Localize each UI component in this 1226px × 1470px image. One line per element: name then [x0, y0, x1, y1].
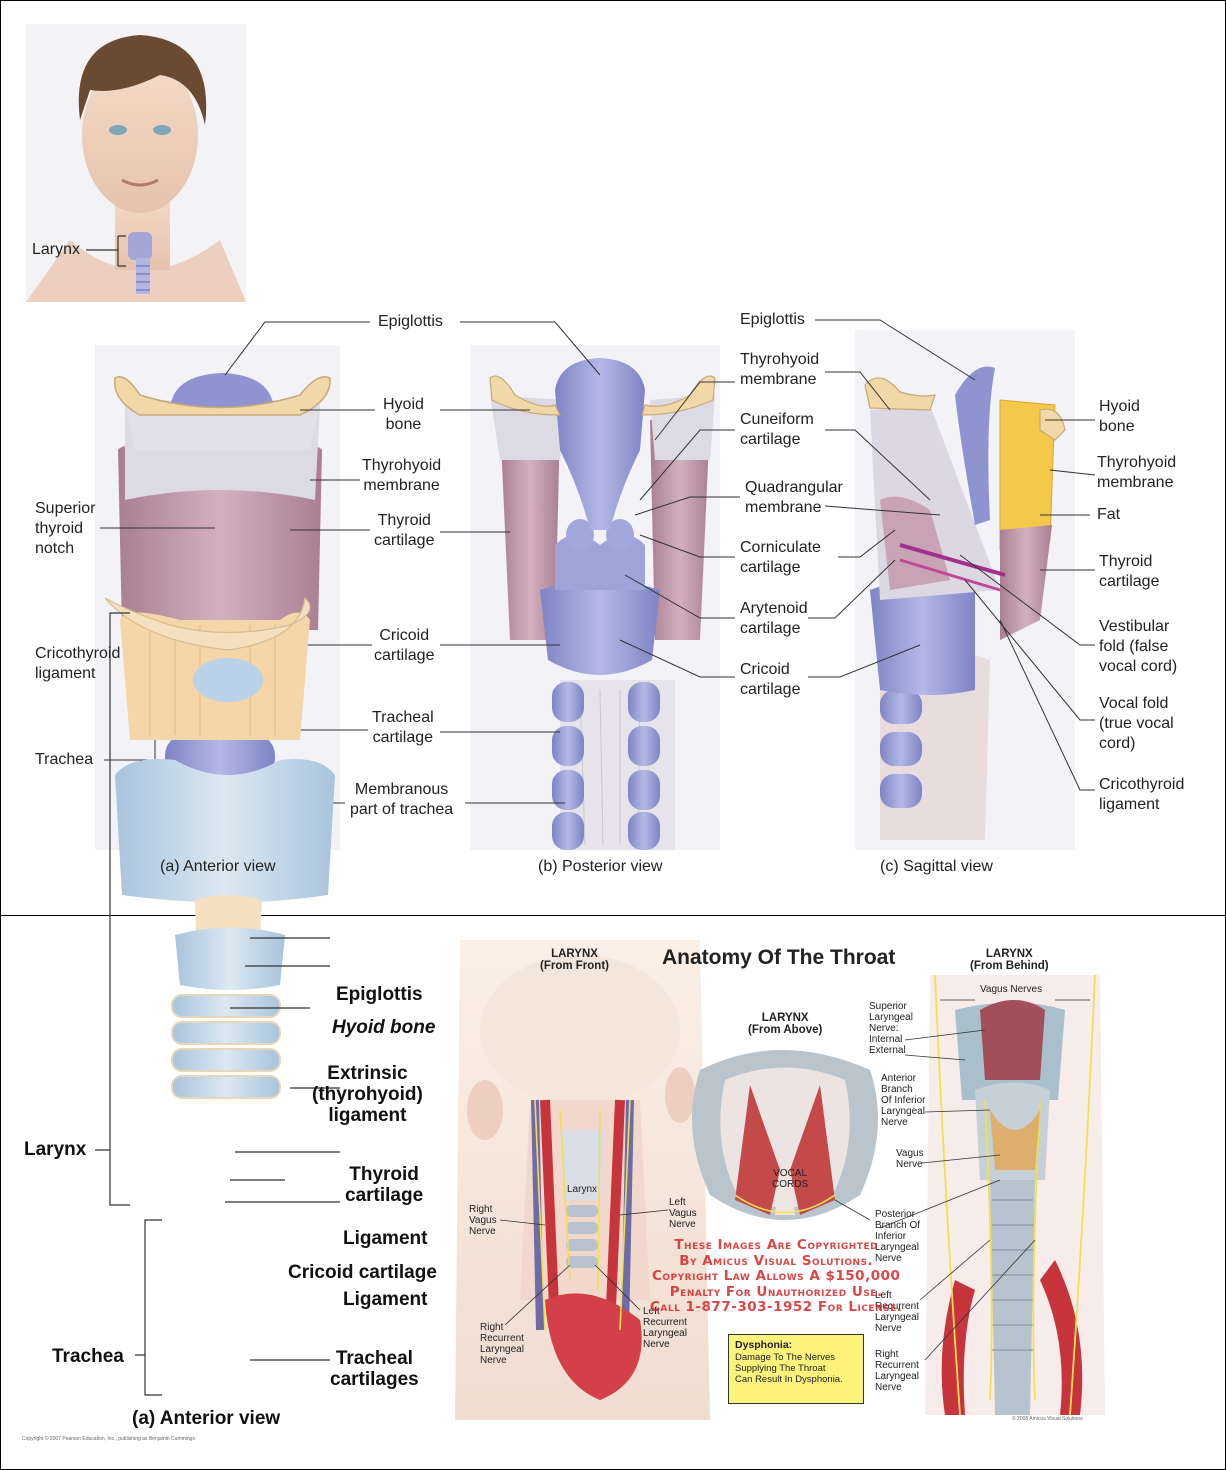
posterior-thyrohyoid-label: Thyrohyoid membrane [740, 350, 819, 390]
amicus-credit: © 2008 Amicus Visual Solutions [1012, 1416, 1083, 1422]
bl-larynx-label: Larynx [24, 1139, 86, 1160]
superior-laryngeal-label: Superior Laryngeal Nerve: Internal Exter… [869, 1001, 913, 1056]
anterior-thyrohyoid-label: Thyrohyoid membrane [362, 456, 441, 496]
right-recurrent-label: Right Recurrent Laryngeal Nerve [480, 1322, 524, 1366]
vocal-cords-label: VOCAL CORDS [772, 1168, 808, 1190]
dysphonia-text: Damage To The Nerves Supplying The Throa… [735, 1352, 857, 1385]
bl-cricoid-label: Cricoid cartilage [288, 1262, 437, 1283]
dysphonia-title: Dysphonia: [735, 1339, 857, 1352]
right-vagus-label: Right Vagus Nerve [469, 1204, 497, 1237]
bl-thyroid-label: Thyroid cartilage [345, 1164, 423, 1206]
throat-title: Anatomy Of The Throat [662, 946, 895, 970]
superior-thyroid-notch-label: Superior thyroid notch [35, 499, 95, 559]
bl-extrinsic-label: Extrinsic (thyrohyoid) ligament [312, 1063, 423, 1126]
anterior-thyroid-cartilage-label: Thyroid cartilage [374, 511, 434, 551]
bl-hyoid-label: Hyoid bone [332, 1017, 435, 1038]
vocal-fold-label: Vocal fold (true vocal cord) [1099, 694, 1174, 754]
vagus-nerve-label: Vagus Nerve [896, 1148, 924, 1170]
tracheal-cartilage-label: Tracheal cartilage [372, 708, 434, 748]
bl-epiglottis-label: Epiglottis [336, 984, 423, 1005]
bl-ligament-upper-label: Ligament [343, 1228, 427, 1249]
vagus-nerves-label: Vagus Nerves [980, 984, 1042, 995]
sagittal-cricothyroid-label: Cricothyroid ligament [1099, 775, 1184, 815]
sagittal-hyoid-label: Hyoid bone [1099, 397, 1140, 437]
bl-ligament-lower-label: Ligament [343, 1289, 427, 1310]
vestibular-fold-label: Vestibular fold (false vocal cord) [1099, 617, 1177, 677]
bottom-left-larynx [105, 598, 335, 1098]
front-view-header: LARYNX (From Front) [540, 948, 609, 972]
front-larynx-label: Larynx [567, 1184, 597, 1195]
bl-trachea-label: Trachea [52, 1346, 124, 1367]
bl-copyright: Copyright © 2007 Pearson Education, Inc.… [22, 1436, 195, 1442]
throat-behind-view [925, 975, 1105, 1415]
sagittal-thyrohyoid-label: Thyrohyoid membrane [1097, 453, 1176, 493]
anterior-epiglottis-label: Epiglottis [378, 312, 443, 332]
corniculate-cartilage-label: Corniculate cartilage [740, 538, 821, 578]
bl-anterior-caption: (a) Anterior view [132, 1408, 280, 1429]
head-portrait [26, 24, 246, 302]
head-larynx-label: Larynx [32, 240, 80, 260]
right-recurrent-behind-label: Right Recurrent Laryngeal Nerve [875, 1349, 919, 1393]
arytenoid-cartilage-label: Arytenoid cartilage [740, 599, 808, 639]
sagittal-thyroid-label: Thyroid cartilage [1099, 552, 1159, 592]
left-vagus-label: Left Vagus Nerve [669, 1197, 697, 1230]
cuneiform-cartilage-label: Cuneiform cartilage [740, 410, 814, 450]
anterior-hyoid-label: Hyoid bone [383, 395, 424, 435]
anterior-branch-label: Anterior Branch Of Inferior Laryngeal Ne… [881, 1073, 925, 1128]
quadrangular-membrane-label: Quadrangular membrane [745, 478, 843, 518]
bl-tracheal-cartilages-label: Tracheal cartilages [330, 1348, 419, 1390]
posterior-view-caption: (b) Posterior view [538, 858, 662, 876]
anterior-trachea-label: Trachea [35, 750, 93, 770]
above-view-header: LARYNX (From Above) [748, 1012, 822, 1036]
copyright-watermark: These Images Are Copyrighted By Amicus V… [650, 1238, 902, 1316]
membranous-trachea-label: Membranous part of trachea [350, 780, 453, 820]
anterior-cricothyroid-label: Cricothyroid ligament [35, 644, 120, 684]
throat-above-view [692, 1050, 878, 1220]
behind-view-header: LARYNX (From Behind) [970, 948, 1049, 972]
dysphonia-box: Dysphonia: Damage To The Nerves Supplyin… [728, 1334, 864, 1404]
posterior-larynx [470, 345, 720, 850]
sagittal-epiglottis-label: Epiglottis [740, 310, 805, 330]
posterior-cricoid-label: Cricoid cartilage [740, 660, 800, 700]
anterior-view-caption: (a) Anterior view [160, 858, 276, 876]
anterior-cricoid-label: Cricoid cartilage [374, 626, 434, 666]
fat-label: Fat [1097, 505, 1120, 525]
sagittal-view-caption: (c) Sagittal view [880, 858, 993, 876]
